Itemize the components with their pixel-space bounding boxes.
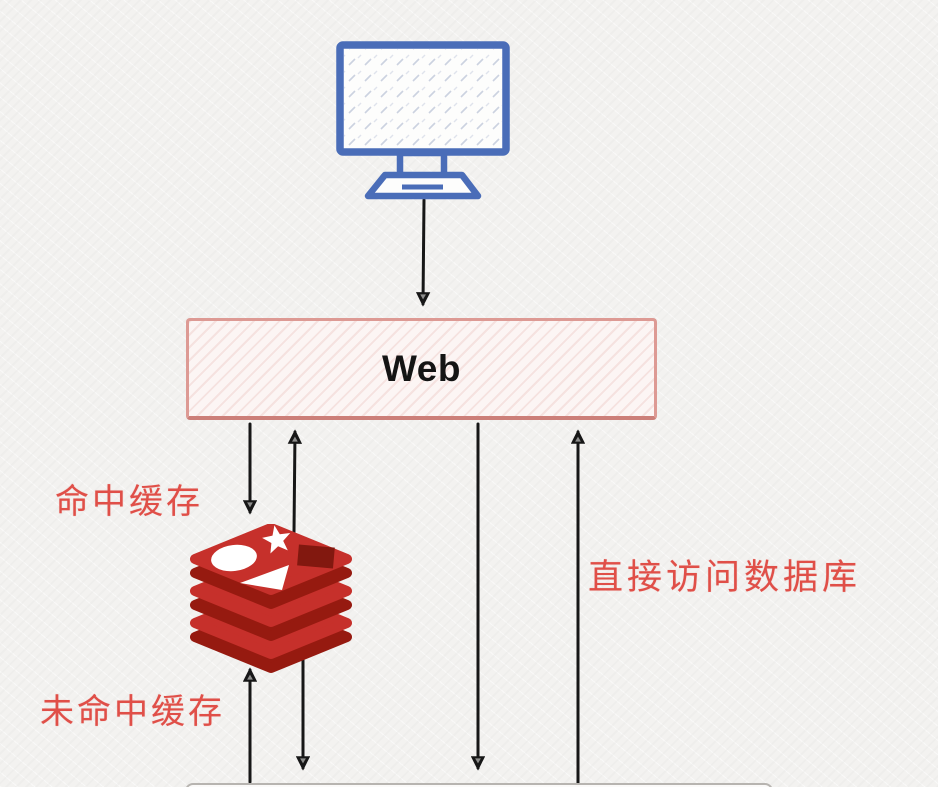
redis-logo-icon bbox=[190, 524, 352, 673]
redis-circle-glyph bbox=[211, 544, 257, 572]
cache-miss-label: 未命中缓存 bbox=[40, 693, 225, 731]
redis-triangle-glyph bbox=[240, 565, 289, 590]
web-server-label: Web bbox=[382, 347, 461, 389]
direct-db-access-label: 直接访问数据库 bbox=[588, 558, 862, 597]
redis-star-glyph bbox=[262, 525, 291, 554]
redis-square-glyph bbox=[297, 544, 335, 569]
arrow-redis-to-web bbox=[287, 429, 303, 534]
web-server-box: Web bbox=[186, 318, 657, 420]
monitor-icon bbox=[336, 41, 510, 200]
cache-hit-label: 命中缓存 bbox=[55, 483, 203, 521]
arrow-client-to-web bbox=[415, 198, 431, 307]
database-box bbox=[185, 783, 773, 787]
